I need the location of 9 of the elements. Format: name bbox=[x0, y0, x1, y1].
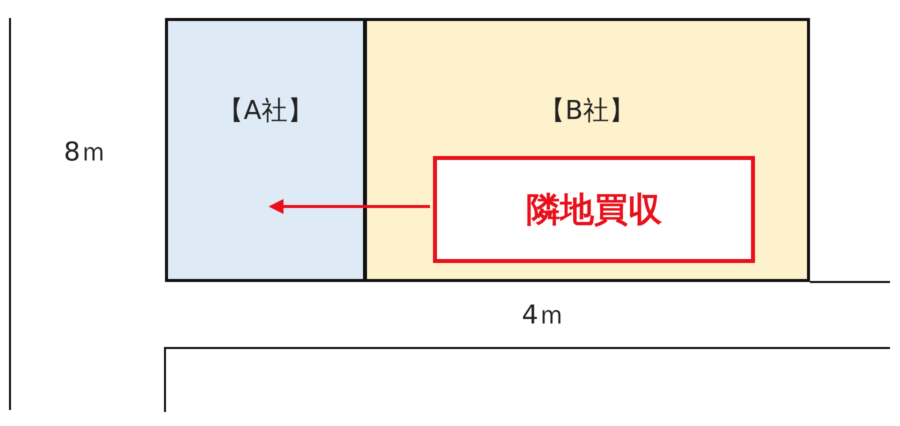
area-box bbox=[364, 18, 810, 282]
area-name: 【A社】 bbox=[216, 95, 314, 128]
dimension-label: 8ｍ bbox=[64, 136, 106, 170]
area-box bbox=[165, 18, 366, 282]
caption-text: 隣地買収 bbox=[525, 188, 663, 232]
area-name: 【B社】 bbox=[538, 95, 636, 128]
arrow bbox=[268, 199, 430, 214]
label-box bbox=[433, 156, 755, 263]
dimension-label: 4ｍ bbox=[522, 300, 564, 332]
